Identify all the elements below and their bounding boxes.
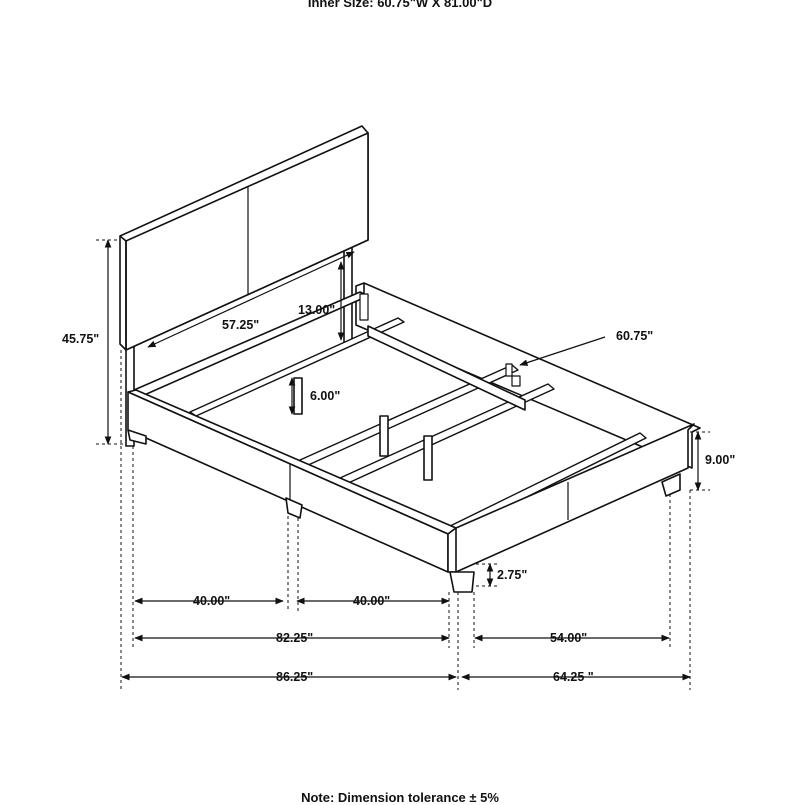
bed-frame-drawing: [119, 125, 701, 593]
label-leg-height: 2.75": [497, 568, 528, 582]
label-rail-height: 9.00": [705, 453, 736, 467]
foot-back: [127, 429, 147, 445]
label-overall-width: 64.25 ": [553, 670, 594, 684]
label-inner-width: 60.75": [616, 329, 654, 343]
label-rail-length: 82.25": [276, 631, 314, 645]
rail-bracket: [359, 293, 369, 321]
foot-right: [661, 473, 681, 497]
side-rail-right: [355, 282, 701, 469]
support-leg-2: [379, 415, 389, 457]
extension-lines: [96, 239, 710, 690]
tolerance-note: Note: Dimension tolerance ± 5%: [301, 790, 499, 805]
foot-front: [449, 571, 475, 593]
headboard-post-right: [343, 244, 353, 344]
label-half-left: 40.00": [193, 594, 231, 608]
label-footboard: 54.00": [550, 631, 588, 645]
foot-middle: [285, 497, 303, 519]
label-support-leg: 6.00": [310, 389, 341, 403]
label-half-right: 40.00": [353, 594, 391, 608]
label-clearance: 13.00": [298, 303, 336, 317]
support-leg-1: [293, 377, 303, 415]
label-headboard-width: 57.25": [222, 318, 260, 332]
center-beam: [367, 325, 526, 411]
dimension-lines: [104, 239, 702, 681]
foot-rail: [447, 423, 695, 573]
inner-size-heading: Inner Size: 60.75"W X 81.00"D: [307, 0, 493, 10]
label-headboard-height: 45.75": [62, 332, 100, 346]
label-overall-length: 86.25": [276, 670, 314, 684]
support-leg-3: [423, 435, 433, 481]
